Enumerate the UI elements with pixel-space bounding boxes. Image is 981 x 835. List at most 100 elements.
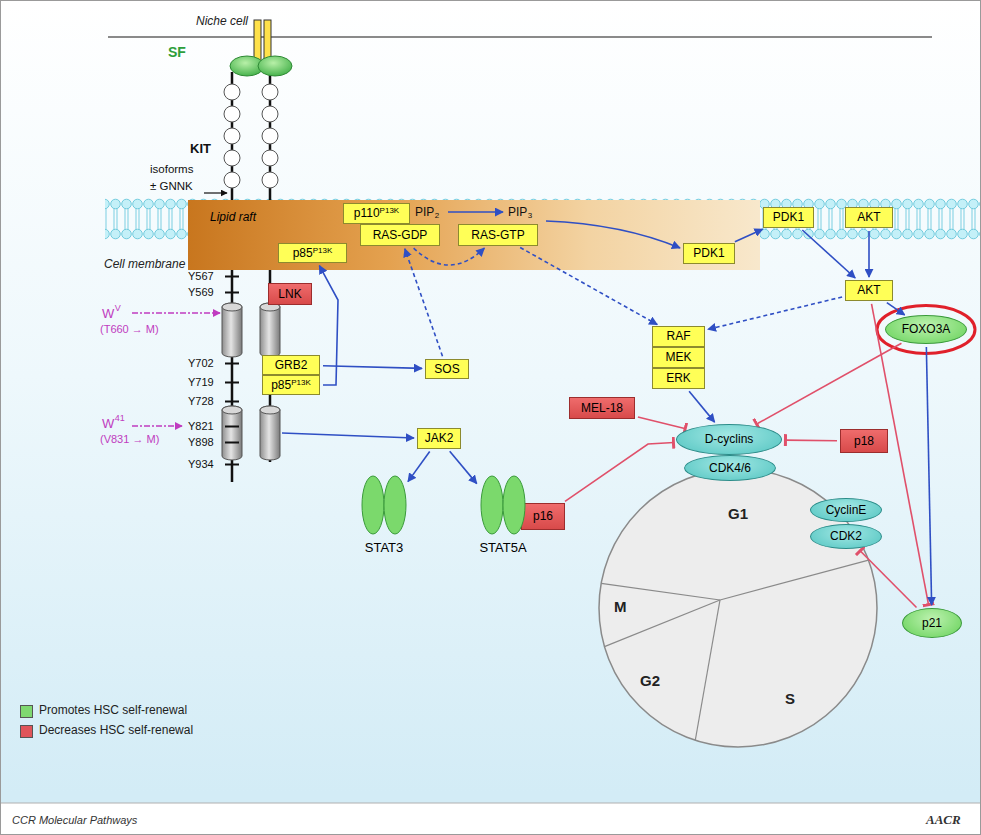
superscript-label: P13K bbox=[291, 378, 311, 387]
mutation-pointer bbox=[132, 312, 220, 313]
text-group: JAK2 bbox=[425, 431, 454, 445]
gtpase-box: RAS-GTP bbox=[458, 224, 538, 246]
figure-label: Y719 bbox=[188, 376, 214, 388]
label-holder: Y569 bbox=[188, 286, 214, 299]
activation-arrow bbox=[323, 366, 422, 369]
node-label: RAS-GTP bbox=[471, 228, 524, 242]
lipid-raft: Lipid raftp110P13Kp85P13KRAS-GDPRAS-GTPP… bbox=[188, 200, 760, 270]
node-label: RAS-GDP bbox=[373, 228, 428, 242]
label-holder: SF bbox=[168, 44, 186, 61]
ig-domain bbox=[224, 106, 240, 122]
node-label: p18 bbox=[854, 434, 874, 448]
stat-dimer: STAT5A bbox=[470, 472, 536, 558]
stem-cell-factor bbox=[258, 56, 292, 76]
ig-domain bbox=[224, 84, 240, 100]
figure-label: 2 bbox=[435, 211, 439, 220]
node-label: LNK bbox=[278, 287, 301, 301]
label-holder: Y898 bbox=[188, 436, 214, 449]
inhibition-line bbox=[638, 417, 686, 429]
text-group: FOXO3A bbox=[902, 322, 951, 336]
figure-label: PIP bbox=[415, 205, 434, 219]
region-label: Lipid raft bbox=[210, 210, 256, 224]
activation-arrow bbox=[319, 266, 338, 385]
footer-rule bbox=[0, 803, 981, 804]
activation-arrow bbox=[868, 231, 870, 277]
transcription-factor-oval: FOXO3A bbox=[885, 315, 967, 344]
figure-label: Y569 bbox=[188, 286, 214, 298]
node-label: JAK2 bbox=[425, 431, 454, 445]
kinase-box: RAF bbox=[652, 326, 705, 347]
cell-cycle-disc bbox=[599, 469, 877, 747]
figure-label: KIT bbox=[190, 141, 211, 156]
superscript-label: P13K bbox=[313, 246, 333, 255]
label-holder: Decreases HSC self-renewal bbox=[39, 723, 193, 737]
figure-label: W bbox=[102, 306, 114, 321]
kinase-box: ERK bbox=[652, 368, 705, 389]
activation-arrow bbox=[282, 433, 414, 438]
text-group: RAS-GDP bbox=[373, 228, 428, 242]
text-group: ERK bbox=[666, 371, 691, 385]
kinase-box: PDK1 bbox=[763, 207, 814, 228]
niche-cell-membrane bbox=[108, 36, 932, 38]
figure-label: Y702 bbox=[188, 357, 214, 369]
text-group: RAF bbox=[667, 329, 691, 343]
node-label: p110 bbox=[354, 206, 380, 220]
tyrosine-tick bbox=[225, 276, 239, 278]
kinase-box: p110P13K bbox=[343, 203, 410, 224]
figure-label: Cell membrane bbox=[104, 257, 185, 271]
kinase-domain-top bbox=[222, 406, 242, 414]
ligand-stalk bbox=[264, 20, 271, 62]
node-label: D-cyclins bbox=[705, 432, 754, 446]
phase-divider bbox=[720, 560, 869, 600]
label-holder: STAT5A bbox=[470, 540, 536, 556]
ig-domain bbox=[224, 150, 240, 166]
exchange-factor-box: SOS bbox=[425, 359, 469, 379]
text-group: PDK1 bbox=[773, 210, 804, 224]
text-group: GRB2 bbox=[275, 358, 308, 372]
ig-domain bbox=[262, 128, 278, 144]
kinase-box: AKT bbox=[845, 207, 893, 228]
tyrosine-tick bbox=[225, 401, 239, 403]
gtpase-box: RAS-GDP bbox=[360, 224, 440, 246]
node-label: MEL-18 bbox=[581, 401, 623, 415]
label-holder: W bbox=[102, 416, 114, 432]
kinase-domain-top bbox=[222, 303, 242, 311]
activation-arrow bbox=[802, 230, 855, 278]
legend-swatch bbox=[20, 705, 33, 718]
legend-label: Promotes HSC self-renewal bbox=[39, 703, 187, 717]
kinase-domain bbox=[222, 406, 242, 460]
text-group: AKT bbox=[857, 283, 880, 297]
stat-dimer-shape bbox=[470, 472, 536, 538]
phase-label: G1 bbox=[728, 505, 748, 522]
text-group: p85P13K bbox=[293, 246, 333, 260]
highlight-ring bbox=[877, 306, 975, 354]
text-group: CDK4/6 bbox=[709, 461, 751, 475]
inhibitor-box: MEL-18 bbox=[569, 397, 635, 419]
label-holder: Niche cell bbox=[196, 14, 248, 28]
inhibitor-box: p16 bbox=[521, 503, 565, 530]
kinase-box: AKT bbox=[845, 280, 893, 301]
figure-label: Y898 bbox=[188, 436, 214, 448]
text-group: p110P13K bbox=[354, 206, 399, 220]
tyrosine-tick bbox=[225, 426, 239, 428]
phase-divider bbox=[695, 600, 720, 740]
label-holder: isoforms bbox=[150, 163, 193, 177]
label-holder: PIP bbox=[508, 205, 527, 219]
tyrosine-tick bbox=[225, 363, 239, 365]
inhibition-line bbox=[756, 343, 901, 424]
cyclin-oval: D-cyclins bbox=[676, 424, 782, 455]
text-group: AKT bbox=[857, 210, 880, 224]
node-label: ERK bbox=[666, 371, 691, 385]
node-label: RAF bbox=[667, 329, 691, 343]
node-label: PDK1 bbox=[773, 210, 804, 224]
inhibitor-box: p18 bbox=[840, 429, 888, 453]
stat-dimer: STAT3 bbox=[352, 472, 416, 558]
text-group: SOS bbox=[434, 362, 459, 376]
label-holder: Y728 bbox=[188, 395, 214, 408]
cdk-oval: CDK2 bbox=[810, 524, 882, 549]
label-holder: W bbox=[102, 306, 114, 322]
node-label: AKT bbox=[857, 210, 880, 224]
text-group: p85P13K bbox=[271, 378, 311, 392]
node-label: CDK4/6 bbox=[709, 461, 751, 475]
ig-domain bbox=[224, 172, 240, 188]
